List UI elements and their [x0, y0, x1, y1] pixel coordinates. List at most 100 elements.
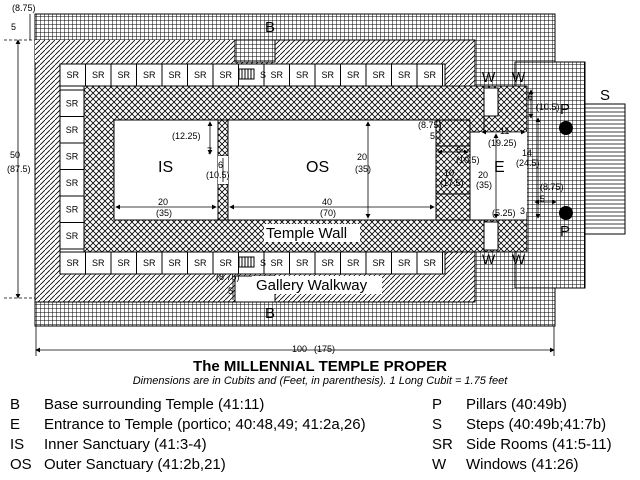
window-slot — [483, 221, 499, 251]
side-room-label: SR — [219, 70, 232, 80]
side-room-label: SR — [66, 258, 79, 268]
dim-walk-ft: (8.75) — [216, 272, 240, 282]
steps — [584, 103, 626, 235]
legend-key: E — [10, 416, 21, 433]
dim-window-ft: (10.5) — [536, 102, 560, 112]
legend-text: Side Rooms (41:5-11) — [466, 436, 612, 453]
legend-text: Entrance to Temple (portico; 40:48,49; 4… — [44, 416, 366, 433]
side-room-cell — [212, 63, 239, 87]
dim-length-ft: (175) — [314, 344, 335, 354]
dimension-lines — [4, 14, 557, 356]
dim-is-width: 20 — [158, 197, 168, 207]
inner-sanctuary-room — [113, 119, 219, 221]
side-room-cell — [59, 116, 85, 144]
dim-pillar-cubit: 5 — [540, 194, 545, 204]
dim-door2-ft: (10.5) — [456, 155, 480, 165]
side-room-cell — [212, 251, 239, 275]
side-room-label: SR — [143, 70, 156, 80]
dim-os-width: 40 — [322, 197, 332, 207]
legend-key: SR — [432, 436, 453, 453]
side-room-label: SR — [117, 258, 130, 268]
side-room-label: SR — [347, 70, 360, 80]
side-room-label: SR — [168, 70, 181, 80]
side-room-label: SR — [219, 258, 232, 268]
dim-walk-cubit: 5 — [228, 286, 233, 296]
side-room-label: SR — [194, 258, 207, 268]
side-room-label: SR — [66, 178, 79, 188]
side-room-cell — [59, 222, 85, 250]
dim-height-cubit: 50 — [10, 150, 20, 160]
legend-item: B Base surrounding Temple (41:11) — [10, 396, 264, 413]
side-room-label: SR — [92, 258, 105, 268]
dim-divider-cubit: 7 — [207, 146, 212, 156]
dim-window-cubit: 6 — [528, 92, 533, 102]
side-room-label: SR — [168, 258, 181, 268]
legend-key: OS — [10, 456, 32, 473]
stairs-label-top: S — [260, 70, 266, 80]
side-room-label: SR — [270, 258, 283, 268]
dim-top-cubit: 5 — [11, 22, 16, 32]
side-room-label: SR — [66, 98, 79, 108]
dim-e-wall: 10 — [444, 168, 454, 178]
side-room-cell — [416, 251, 443, 275]
side-room-label: SR — [372, 70, 385, 80]
side-room-label: SR — [296, 258, 309, 268]
gallery-walkway-label: Gallery Walkway — [256, 277, 368, 294]
legend-key: W — [432, 456, 447, 473]
dim-door-ft: (10.5) — [206, 170, 230, 180]
side-room-label: SR — [143, 258, 156, 268]
dim-os-width-ft: (70) — [320, 208, 336, 218]
side-room-label: SR — [423, 258, 436, 268]
dim-divider-ft: (12.25) — [172, 131, 201, 141]
side-room-label: SR — [321, 70, 334, 80]
dim-jamb-ft: (8.75) — [418, 120, 442, 130]
entrance-label: E — [494, 159, 505, 176]
legend-item: W Windows (41:26) — [432, 456, 579, 473]
side-room-label: SR — [66, 204, 79, 214]
side-room-label: SR — [66, 70, 79, 80]
side-room-label: SR — [194, 70, 207, 80]
entrance-wall-top — [435, 119, 471, 147]
dim-door-cubit: 6 — [218, 160, 223, 170]
dim-jamb-cubit: 5 — [430, 131, 435, 141]
side-room-label: SR — [347, 258, 360, 268]
stairs-label-bottom: S — [260, 258, 266, 268]
side-room-label: SR — [398, 258, 411, 268]
legend-item: E Entrance to Temple (portico; 40:48,49; … — [10, 416, 366, 433]
dim-top-ft: (8.75) — [12, 3, 36, 13]
side-room-label: SR — [398, 70, 411, 80]
temple-wall-label: Temple Wall — [266, 225, 347, 242]
window-label: W — [482, 69, 496, 85]
top-gap — [234, 39, 276, 63]
divider-top — [217, 119, 229, 157]
side-room-label: SR — [423, 70, 436, 80]
pillar-label-bottom: P — [560, 223, 570, 240]
legend-key: B — [10, 396, 21, 413]
pillar-bottom — [559, 206, 573, 220]
side-room-label: SR — [372, 258, 385, 268]
base-label-top: B — [265, 19, 275, 36]
base-label-bottom: B — [265, 305, 275, 322]
dim-e-depth: 14 — [522, 148, 532, 158]
dim-e-width-ft: (19.25) — [488, 138, 517, 148]
legend-text: Inner Sanctuary (41:3-4) — [44, 436, 207, 453]
dim-os-height: 20 — [357, 152, 367, 162]
dim-3-ft: (5.25) — [492, 208, 516, 218]
dim-e-depth-ft: (24.5) — [516, 158, 540, 168]
legend-item: SR Side Rooms (41:5-11) — [432, 436, 612, 453]
dim-e-height: 20 — [478, 170, 488, 180]
side-room-label: SR — [66, 231, 79, 241]
legend-text: Base surrounding Temple (41:11) — [44, 396, 265, 413]
side-room-cell — [59, 89, 85, 117]
pillar-top — [559, 121, 573, 135]
divider-bottom — [217, 183, 229, 221]
side-room-label: SR — [66, 151, 79, 161]
legend-text: Windows (41:26) — [466, 456, 579, 473]
side-room-cell — [416, 63, 443, 87]
dim-e-width: 11 — [500, 126, 509, 136]
legend-key: P — [432, 396, 443, 413]
